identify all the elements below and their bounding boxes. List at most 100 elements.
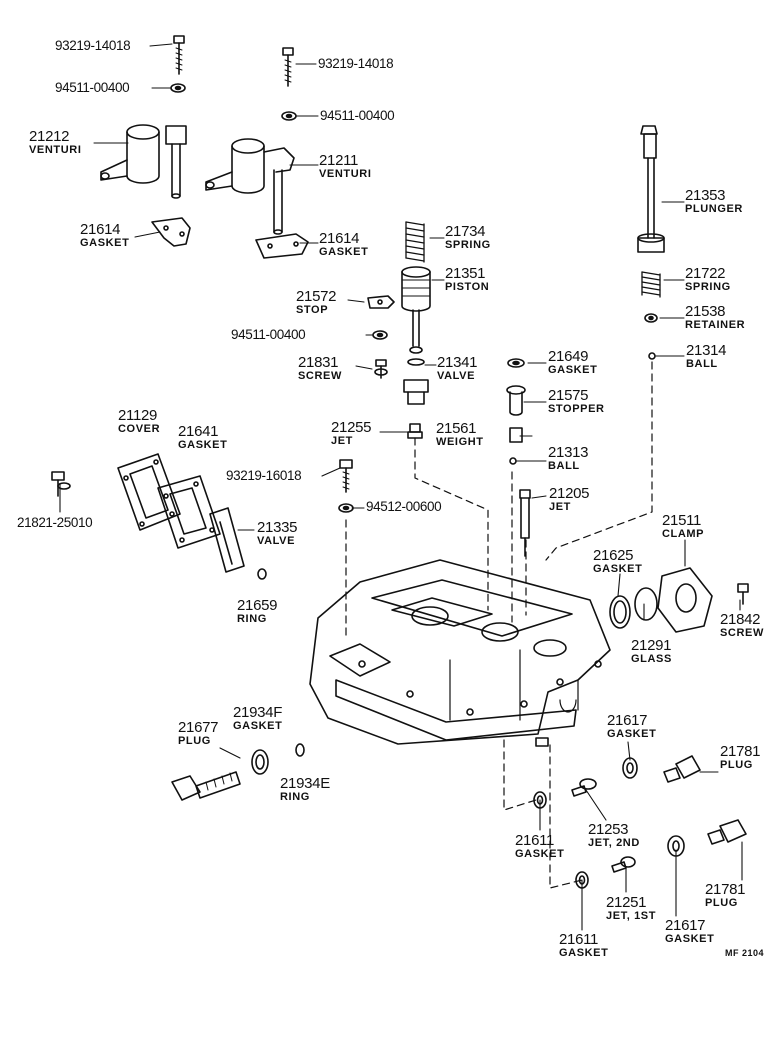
label-94511-00400-mid: 94511-00400 <box>231 327 306 342</box>
part-name: GASKET <box>607 728 657 740</box>
part-number: 21934F <box>233 704 283 721</box>
part-name: GASKET <box>178 439 228 451</box>
part-name: BALL <box>548 460 580 472</box>
jet-21251 <box>611 856 636 873</box>
part-number: 21734 <box>445 223 486 240</box>
part-name: JET, 2ND <box>588 837 640 849</box>
gasket-21614-right <box>255 233 309 259</box>
part-name: JET <box>331 435 353 447</box>
stopper-21575 <box>506 385 526 416</box>
part-number: 21781 <box>705 881 746 898</box>
part-name: GASKET <box>319 246 369 258</box>
part-number: 21314 <box>686 342 727 359</box>
part-number: 21611 <box>559 931 599 948</box>
piston-21351 <box>401 266 431 347</box>
part-number: 21614 <box>319 230 360 247</box>
part-name: VENTURI <box>29 144 82 156</box>
part-number: 21831 <box>298 354 339 371</box>
bolt-93219-14018-left <box>173 35 185 75</box>
part-name: VALVE <box>437 370 476 382</box>
ball-21313 <box>509 457 517 465</box>
jet-21253 <box>571 778 597 797</box>
label-93219-14018-left: 93219-14018 <box>55 38 131 53</box>
part-number: 21205 <box>549 485 590 502</box>
valve-21341 <box>403 346 429 405</box>
part-name: GASKET <box>548 364 598 376</box>
bolt-93219-16018 <box>339 459 353 493</box>
part-name: STOP <box>296 304 329 316</box>
gasket-21617-lower <box>667 835 685 857</box>
part-number: 21341 <box>437 354 478 371</box>
part-name: BALL <box>686 358 718 370</box>
part-name: STOPPER <box>548 403 605 415</box>
venturi-21212 <box>100 124 187 199</box>
part-name: PLUNGER <box>685 203 743 215</box>
screw-21821-25010 <box>51 471 71 497</box>
gasket-21611-upper <box>533 791 547 809</box>
part-number: 21353 <box>685 187 726 204</box>
part-number: 93219-14018 <box>55 38 131 53</box>
part-number: 21934E <box>280 775 330 792</box>
part-number: 94511-00400 <box>55 80 130 95</box>
part-name: CLAMP <box>662 528 705 540</box>
plug-21781-upper <box>663 755 701 783</box>
part-number: 21677 <box>178 719 219 736</box>
part-number: 21313 <box>548 444 589 461</box>
spring-21734 <box>405 221 425 263</box>
part-name: COVER <box>118 423 161 435</box>
part-name: VALVE <box>257 535 296 547</box>
part-number: 21821-25010 <box>17 515 93 530</box>
leader-lines <box>59 43 743 931</box>
part-number: 21641 <box>178 423 219 440</box>
jet-21255 <box>407 423 423 439</box>
part-name: GASKET <box>593 563 643 575</box>
part-number: 94511-00400 <box>231 327 306 342</box>
part-number: 21781 <box>720 743 761 760</box>
part-number: 21538 <box>685 303 726 320</box>
part-name: SPRING <box>445 239 491 251</box>
ball-21314 <box>648 352 656 360</box>
gasket-21611-lower <box>575 871 589 889</box>
part-number: 94512-00600 <box>366 499 442 514</box>
part-number: 21255 <box>331 419 372 436</box>
retainer-21538 <box>644 313 658 323</box>
part-number: 21211 <box>319 152 359 169</box>
part-name: SCREW <box>720 627 764 639</box>
part-number: 21561 <box>436 420 477 437</box>
part-name: RING <box>280 791 310 803</box>
washer-94511-00400-mid <box>372 330 388 340</box>
part-number: 21511 <box>662 512 702 529</box>
part-name: GASKET <box>80 237 130 249</box>
plug-21677 <box>171 771 241 801</box>
screw-21831 <box>374 359 388 379</box>
washer-94511-00400-left <box>170 83 186 93</box>
venturi-21211 <box>205 138 295 235</box>
glass-21291 <box>634 587 658 621</box>
screw-21842 <box>737 583 749 605</box>
bolt-93219-14018-right <box>282 47 294 87</box>
jet-21205 <box>519 489 531 557</box>
part-number: 93219-14018 <box>318 56 394 71</box>
label-94512-00600: 94512-00600 <box>366 499 442 514</box>
